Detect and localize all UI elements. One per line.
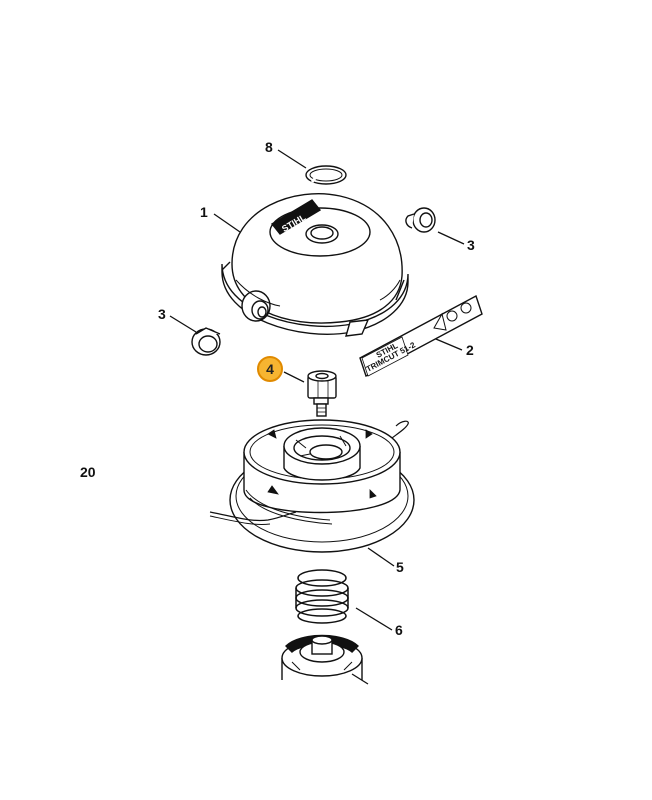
callout-3-left: 3 (158, 306, 166, 322)
leader-5 (367, 547, 395, 567)
callout-4-highlighted[interactable]: 4 (257, 356, 283, 382)
part-1-spool-cap (221, 192, 409, 337)
part-3-eyelet-right (405, 207, 436, 233)
callout-1: 1 (200, 204, 208, 220)
part-8-snap-ring (305, 165, 347, 185)
leader-6 (355, 607, 393, 631)
callout-3-right: 3 (467, 237, 475, 253)
leader-7 (351, 673, 369, 685)
callout-2: 2 (466, 342, 474, 358)
part-4-adapter-nut (307, 370, 337, 417)
part-5-spool (209, 419, 415, 553)
callout-8: 8 (265, 139, 273, 155)
leader-1 (213, 213, 241, 233)
callout-6: 6 (395, 622, 403, 638)
callout-5: 5 (396, 559, 404, 575)
leader-3-left (169, 315, 197, 333)
part-6-spring (295, 569, 349, 624)
leader-3-right (437, 231, 465, 245)
leader-8 (277, 149, 307, 169)
leader-4 (283, 371, 305, 383)
part-2-label-plate (359, 294, 483, 378)
part-7-housing (281, 634, 363, 680)
part-3-eyelet-left (191, 327, 221, 356)
page-reference-number: 20 (80, 464, 96, 480)
